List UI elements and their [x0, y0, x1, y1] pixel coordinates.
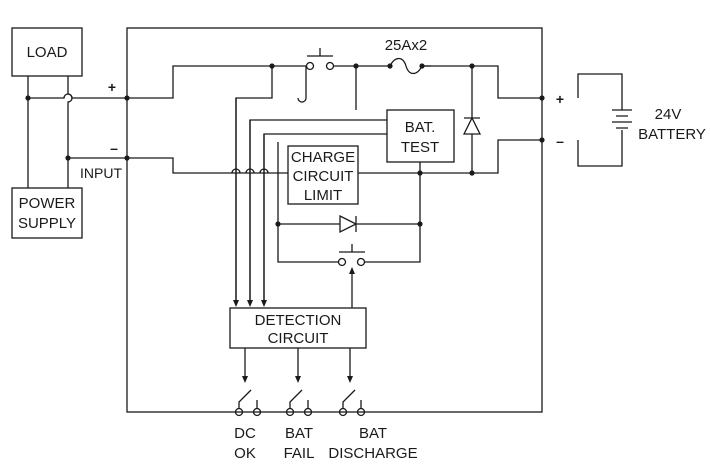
minus-sign-battery: – — [556, 133, 564, 149]
relay-contact-dc-ok — [234, 389, 262, 417]
bat-fail-label-1: BAT — [285, 425, 313, 442]
fuse-label: 25Ax2 — [385, 37, 428, 54]
battery-symbol — [612, 109, 632, 129]
plus-sign-input: + — [108, 79, 116, 95]
wire-to-battery-plus — [422, 65, 542, 99]
bat-test-label-2: TEST — [401, 139, 439, 156]
relay-contact-bat-fail — [285, 389, 313, 417]
bat-discharge-label-2: DISCHARGE — [328, 445, 417, 462]
input-label: INPUT — [80, 165, 122, 181]
detection-circuit-box — [229, 307, 367, 349]
load-label: LOAD — [27, 44, 68, 61]
plus-path — [127, 65, 306, 99]
input-plus-rail — [28, 93, 127, 99]
charge-label-2: CIRCUIT — [293, 168, 354, 185]
load-box — [11, 27, 83, 77]
bat-discharge-label-1: BAT — [359, 425, 387, 442]
battery-label-2: BATTERY — [638, 126, 706, 143]
dc-ok-label-1: DC — [234, 425, 256, 442]
left-branch-wire — [277, 142, 338, 263]
bat-fail-label-2: FAIL — [284, 445, 315, 462]
dc-ok-label-2: OK — [234, 445, 256, 462]
minus-sign-input: – — [110, 140, 118, 156]
wire-left-minus — [67, 76, 73, 188]
horizontal-diode — [339, 214, 358, 234]
charge-limit-box — [287, 145, 359, 205]
power-supply-box — [11, 187, 83, 239]
module-outline — [126, 27, 543, 413]
top-switch — [307, 48, 333, 57]
detection-label-2: CIRCUIT — [268, 330, 329, 347]
vertical-diode — [462, 116, 482, 135]
bat-test-label-1: BAT. — [405, 119, 436, 136]
right-branch-wire — [365, 173, 421, 263]
power-supply-label-2: SUPPLY — [18, 215, 76, 232]
relay-contact-bat-discharge — [338, 389, 366, 417]
fuse-symbol — [381, 57, 431, 75]
battery-plus-wire — [577, 73, 623, 110]
sense-line-1 — [235, 66, 273, 300]
charge-label-1: CHARGE — [291, 149, 355, 166]
battery-minus-wire — [577, 130, 623, 167]
battery-label-1: 24V — [655, 106, 682, 123]
sense-line-2 — [297, 66, 307, 103]
lower-switch — [339, 244, 365, 253]
charge-label-3: LIMIT — [304, 187, 342, 204]
plus-sign-battery: + — [556, 91, 564, 107]
power-supply-label-1: POWER — [19, 195, 76, 212]
detection-label-1: DETECTION — [255, 312, 342, 329]
bat-test-box — [386, 109, 455, 163]
